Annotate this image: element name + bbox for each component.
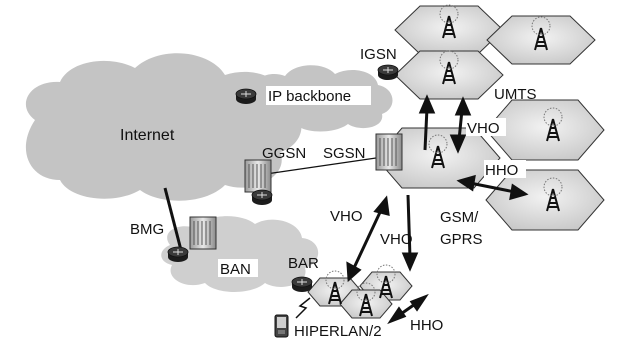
label-ip-backbone: IP backbone — [268, 88, 351, 105]
gsm-cells — [375, 99, 605, 231]
sgsn-server-icon — [375, 133, 403, 171]
label-gprs: GPRS — [440, 231, 483, 248]
label-hiperlan: HIPERLAN/2 — [294, 323, 382, 340]
label-vho-mid1: VHO — [330, 208, 363, 225]
igsn-router-icon — [377, 64, 399, 81]
label-ggsn: GGSN — [262, 145, 306, 162]
bmg-router-icon — [167, 246, 189, 263]
label-hho-right: HHO — [485, 162, 518, 179]
label-hho-bottom: HHO — [410, 317, 443, 334]
ggsn-server-icon — [244, 159, 272, 193]
ggsn-router-icon — [251, 189, 273, 206]
label-bg-vho-top — [466, 118, 506, 136]
label-igsn: IGSN — [360, 46, 397, 63]
internet-cloud — [25, 53, 302, 201]
handover-arrows — [346, 94, 529, 325]
label-bg-hho-right — [484, 160, 526, 178]
bmg-server-icon — [189, 216, 217, 250]
wireless-link-icon — [295, 297, 311, 319]
label-gsm: GSM/ — [440, 209, 479, 226]
label-sgsn: SGSN — [323, 145, 366, 162]
label-bg-ip-backbone — [266, 86, 371, 105]
label-internet: Internet — [120, 127, 175, 144]
label-vho-mid2: VHO — [380, 231, 413, 248]
pda-icon — [274, 314, 289, 338]
label-vho-top: VHO — [467, 120, 500, 137]
label-bg-vho-mid1 — [329, 206, 369, 224]
label-bg-igsn — [359, 44, 405, 62]
label-bmg: BMG — [130, 221, 164, 238]
label-bg-ban — [218, 259, 258, 277]
label-umts: UMTS — [494, 86, 537, 103]
label-ban: BAN — [220, 261, 251, 278]
links — [163, 157, 377, 255]
bar-router-icon — [291, 276, 313, 293]
ip-backbone-router-icon — [235, 88, 257, 105]
label-bar: BAR — [288, 255, 319, 272]
